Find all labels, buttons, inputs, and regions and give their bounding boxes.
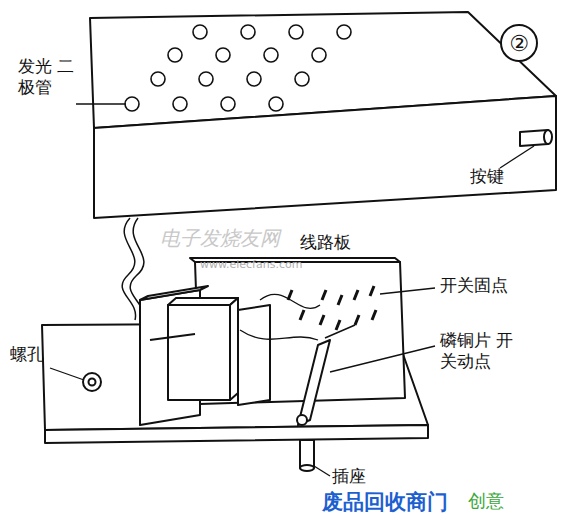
led-hole bbox=[199, 72, 213, 86]
leader-line bbox=[314, 466, 330, 476]
led-hole bbox=[193, 25, 207, 39]
part-label: 发光 二极管 bbox=[18, 56, 76, 99]
callout-number: ② bbox=[509, 31, 529, 56]
watermark: 电子发烧友网 bbox=[160, 226, 280, 251]
led-hole bbox=[125, 97, 139, 111]
part-label: 开关固点 bbox=[440, 275, 508, 296]
led-holes bbox=[125, 25, 351, 111]
led-hole bbox=[312, 48, 326, 62]
callout-circle: ② bbox=[500, 24, 538, 62]
part-label: 按键 bbox=[470, 166, 504, 187]
led-hole bbox=[264, 48, 278, 62]
leader-line bbox=[50, 368, 84, 380]
socket bbox=[300, 440, 314, 471]
switch-fixed-contacts bbox=[288, 286, 376, 330]
part-label: 插座 bbox=[332, 466, 366, 487]
transformer bbox=[140, 286, 270, 425]
led-hole bbox=[216, 48, 230, 62]
watermark: 废品回收商门 bbox=[322, 489, 448, 515]
watermark: 创意 bbox=[468, 490, 504, 513]
led-hole bbox=[173, 97, 187, 111]
led-hole bbox=[241, 25, 255, 39]
leader-line bbox=[500, 146, 534, 168]
leader-line bbox=[380, 288, 435, 294]
phosphor-copper-strip bbox=[297, 325, 355, 425]
housing-front-face bbox=[94, 96, 556, 218]
led-hole bbox=[289, 25, 303, 39]
part-label: 磷铜片 开关动点 bbox=[440, 330, 520, 373]
part-label: 螺孔 bbox=[10, 344, 44, 365]
led-hole bbox=[247, 72, 261, 86]
led-hole bbox=[295, 72, 309, 86]
led-hole bbox=[168, 48, 182, 62]
led-hole bbox=[221, 97, 235, 111]
screw-hole bbox=[83, 373, 101, 391]
led-hole bbox=[269, 97, 283, 111]
leader-line bbox=[76, 103, 126, 104]
leader-line bbox=[330, 346, 435, 372]
led-hole bbox=[151, 72, 165, 86]
part-label: 线路板 bbox=[300, 232, 351, 253]
led-hole bbox=[337, 25, 351, 39]
watermark: www.elecfans.com bbox=[200, 258, 302, 272]
